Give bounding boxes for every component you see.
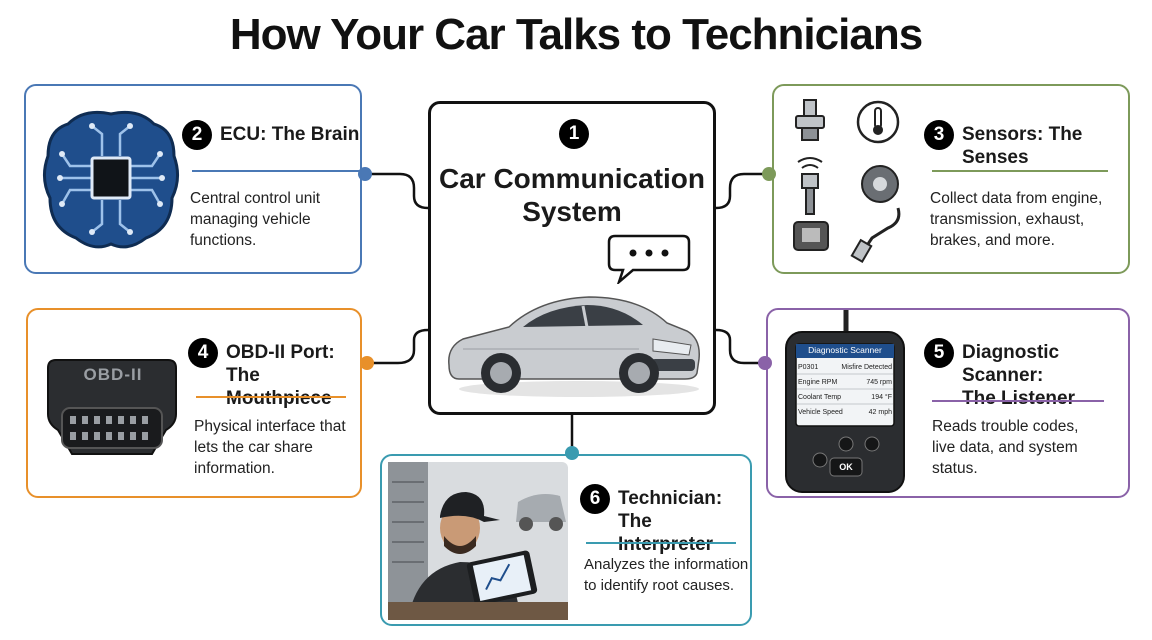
obd-title-line1: OBD-II Port: [226,342,335,363]
tech-desc-line1: Analyzes the information [584,556,749,573]
brain-chip-icon [43,110,179,249]
sensors-box: 3 Sensors: The Senses Collect data from … [772,84,1130,274]
sensors-desc-line3: brakes, and more. [930,232,1055,249]
technician-connector-dot [565,446,579,460]
scanner-title-line2: The Listener [962,388,1075,409]
scanner-connector-dot [758,356,772,370]
ecu-connector-dot [358,167,372,181]
scanner-desc-line2: live data, and system [932,439,1078,456]
step-number: 6 [580,484,610,514]
tech-desc-line2: to identify root causes. [584,577,735,594]
obd-connector-dot [360,356,374,370]
obd-title-line2: The Mouthpiece [226,365,332,409]
ecu-desc-line3: functions. [190,232,257,249]
scanner-title-line1: Diagnostic Scanner: [962,342,1060,386]
step-number: 1 [559,119,589,149]
tech-title-line1: Technician: [618,488,723,509]
ecu-box: 2 ECU: The Brain Central control unit ma… [24,84,368,274]
center-title-line2: System [522,196,622,227]
obd-box: OBD-II 4 OBD-II Port: The Mouthpiece Phy… [26,308,362,498]
step-number: 2 [182,120,212,150]
scanner-ok-button: OK [839,462,853,472]
obd-desc-line3: information. [194,460,275,477]
sensors-icon [793,99,901,264]
obd-desc-line2: lets the car share [194,439,313,456]
technician-photo-icon [388,462,568,620]
sensors-desc-line2: transmission, exhaust, [930,211,1085,228]
obd-port-label: OBD-II [83,365,143,384]
step-number: 5 [924,338,954,368]
speech-bubble-icon [607,234,691,284]
ecu-title: ECU: The Brain [220,124,360,145]
car-communication-box: 1 Car Communication System [428,101,716,415]
scanner-device-icon [785,310,905,493]
obd-desc-line1: Physical interface that [194,418,346,435]
step-number: 3 [924,120,954,150]
scanner-desc-line3: status. [932,460,978,477]
step-number: 4 [188,338,218,368]
car-icon [448,296,700,397]
page-title: How Your Car Talks to Technicians [229,10,923,59]
scanner-desc-line1: Reads trouble codes, [932,418,1079,435]
ecu-desc-line1: Central control unit [190,190,321,207]
sensors-title: Sensors: The Senses [962,124,1083,168]
obd-port-icon [47,359,177,455]
tech-title-line2: The Interpreter [618,511,714,555]
technician-box: 6 Technician: The Interpreter Analyzes t… [380,454,752,626]
ecu-desc-line2: managing vehicle [190,211,311,228]
scanner-screen-title: Diagnostic Scanner [808,345,882,355]
sensors-connector-dot [762,167,776,181]
center-title-line1: Car Communication [438,163,706,194]
sensors-desc-line1: Collect data from engine, [930,190,1103,207]
